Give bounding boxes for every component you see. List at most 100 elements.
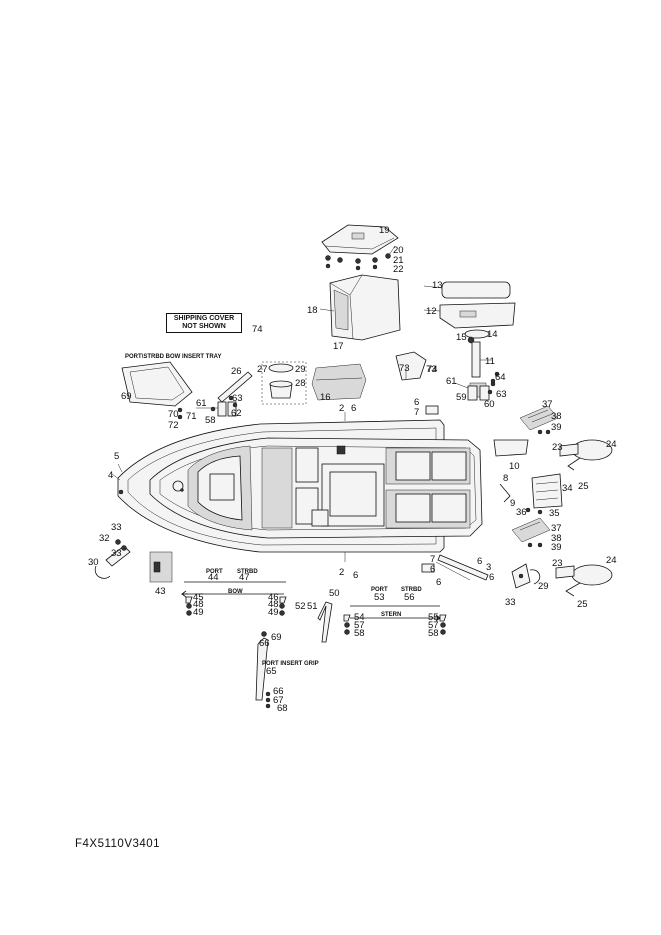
caption-stern-port: PORT — [371, 587, 388, 593]
callout: 46 — [268, 592, 279, 603]
callout: 34 — [562, 483, 573, 494]
cup-holder — [261, 361, 307, 405]
callout: 61 — [446, 376, 457, 387]
callout: 37 — [542, 399, 553, 410]
callout: 51 — [307, 601, 318, 612]
helm-top-cover — [321, 224, 399, 271]
callout: 30 — [88, 557, 99, 568]
callout: 39 — [551, 542, 562, 553]
callout: 26 — [231, 366, 242, 377]
stern-handrails — [343, 605, 447, 635]
callout: 8 — [503, 473, 508, 484]
caption-bow-port: PORT — [206, 569, 223, 575]
deck-layout — [172, 445, 471, 531]
shipping-note-line1: SHIPPING COVER — [173, 314, 235, 322]
callout: 45 — [193, 592, 204, 603]
callout: 55 — [428, 612, 439, 623]
callout: 38 — [551, 533, 562, 544]
callout: 69 — [121, 391, 132, 402]
callout: 18 — [307, 305, 318, 316]
callout: 72 — [168, 420, 179, 431]
callout: 50 — [329, 588, 340, 599]
callout: 11 — [485, 356, 495, 367]
callout: 73 — [399, 363, 410, 374]
callout: 71 — [186, 411, 197, 422]
bracket-42 — [149, 551, 173, 583]
shipping-note-line2: NOT SHOWN — [182, 323, 226, 330]
callout: 37 — [551, 523, 562, 534]
callout: 57 — [428, 620, 439, 631]
callout: 4 — [108, 470, 113, 481]
callout: 23 — [552, 442, 563, 453]
callout: 29 — [295, 364, 306, 375]
callout: 19 — [379, 225, 390, 236]
shipping-cover-note: SHIPPING COVER NOT SHOWN — [166, 313, 242, 333]
callout: 7 — [414, 407, 419, 418]
caption-bow: BOW — [228, 589, 243, 595]
callout: 2 — [339, 403, 344, 414]
callout: 27 — [257, 364, 268, 375]
callout: 56 — [404, 592, 415, 603]
callout: 73 — [426, 364, 437, 375]
callout: 5 — [114, 451, 119, 462]
callout: 9 — [510, 498, 515, 509]
port-insert-grip — [255, 631, 271, 709]
callout: 49 — [193, 607, 204, 618]
callout: 24 — [606, 555, 617, 566]
callout: 10 — [509, 461, 520, 472]
handle-26 — [217, 371, 253, 403]
glove-box-tray — [423, 281, 516, 329]
callout: 66 — [259, 638, 270, 649]
callout: 49 — [268, 607, 279, 618]
callout: 6 — [430, 564, 435, 575]
caption-stern-strbd: STRBD — [401, 587, 422, 593]
callout: 39 — [551, 422, 562, 433]
callout: 58 — [354, 628, 365, 639]
caption-stern: STERN — [381, 612, 401, 618]
callout: 59 — [456, 392, 467, 403]
callout: 29 — [538, 581, 549, 592]
callout: 67 — [273, 695, 284, 706]
helm-console — [319, 274, 401, 341]
callout-labels: 19 20 21 22 13 12 18 17 15 14 11 74 61 6… — [88, 225, 617, 714]
callout: 68 — [277, 703, 288, 714]
callout: 15 — [456, 332, 467, 343]
caption-bow-tray: PORT\STRBD BOW INSERT TRAY — [125, 354, 221, 360]
callout: 69 — [271, 632, 282, 643]
callout: 12 — [426, 306, 437, 317]
callout: 54 — [354, 612, 365, 623]
callout: 14 — [487, 329, 498, 340]
callout: 22 — [393, 264, 404, 275]
grab-handle-49 — [317, 601, 333, 643]
callout: 70 — [168, 409, 179, 420]
plate-30-31 — [511, 563, 541, 589]
callout: 20 — [393, 245, 404, 256]
callout: 13 — [432, 280, 443, 291]
callout: 28 — [295, 378, 306, 389]
callout: 60 — [484, 399, 495, 410]
callout: 6 — [353, 570, 358, 581]
step-pad-upper — [519, 405, 559, 435]
swim-platform-tray — [493, 439, 529, 457]
cupholder-insert — [395, 351, 427, 381]
callout: 21 — [393, 255, 404, 266]
callout: 47 — [239, 572, 250, 583]
callout: 16 — [320, 392, 331, 403]
callout: 24 — [606, 439, 617, 450]
callout: 35 — [549, 508, 560, 519]
callout: 65 — [266, 666, 277, 677]
callout: 52 — [295, 601, 306, 612]
callout: 62 — [231, 408, 242, 419]
callout: 53 — [374, 592, 385, 603]
callout: 48 — [268, 599, 279, 610]
callout: 6 — [489, 572, 494, 583]
callout: 6 — [477, 556, 482, 567]
captions: PORT\STRBD BOW INSERT TRAY PORT STRBD BO… — [125, 354, 422, 667]
callout: 2 — [339, 567, 344, 578]
callout: 23 — [552, 558, 563, 569]
callout: 43 — [155, 586, 166, 597]
step-pad-lower — [511, 517, 551, 548]
callout: 48 — [193, 599, 204, 610]
leader-lines — [111, 412, 471, 581]
